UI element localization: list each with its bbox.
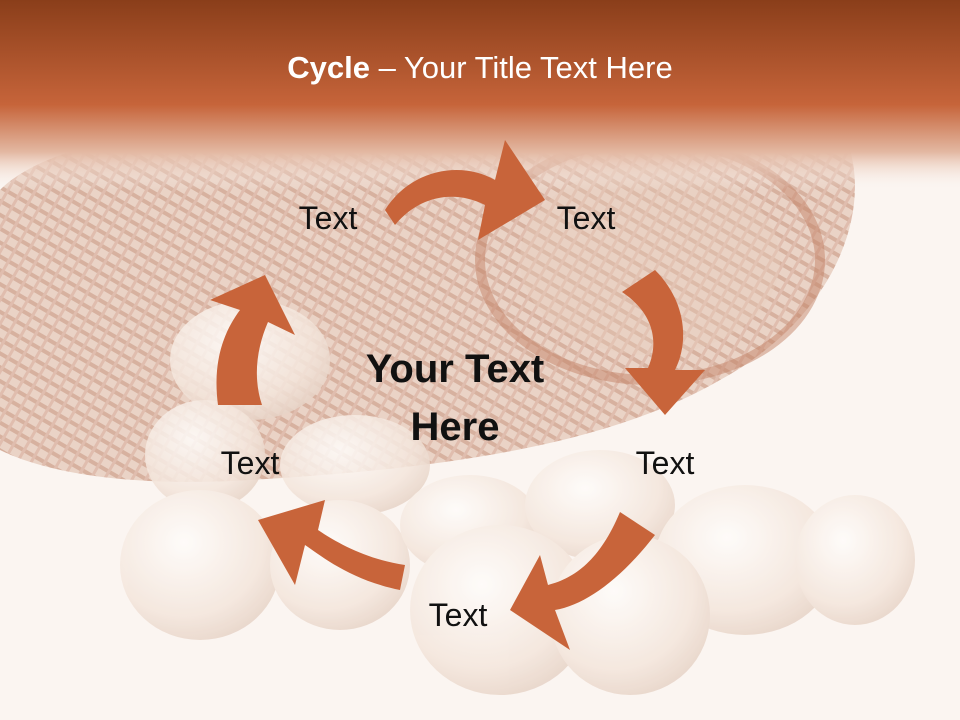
cycle-arrow-1 — [385, 140, 545, 240]
slide-title-rest: – Your Title Text Here — [370, 50, 673, 85]
cycle-label-mid-right: Text — [635, 445, 695, 481]
cycle-label-top-left: Text — [298, 200, 358, 236]
slide-title-bold: Cycle — [287, 50, 370, 85]
cycle-label-mid-left: Text — [220, 445, 280, 481]
cycle-label-bottom: Text — [428, 597, 488, 633]
cycle-arrow-4 — [258, 500, 405, 590]
cycle-arrow-2 — [622, 270, 705, 415]
center-text: Your Text Here — [340, 340, 570, 456]
cycle-arrow-3 — [510, 512, 655, 650]
center-text-line2: Here — [410, 405, 500, 449]
slide-title: Cycle – Your Title Text Here — [0, 50, 960, 86]
cycle-label-top-right: Text — [556, 200, 616, 236]
center-text-line1: Your Text — [365, 347, 545, 391]
cycle-arrow-5 — [210, 275, 295, 405]
